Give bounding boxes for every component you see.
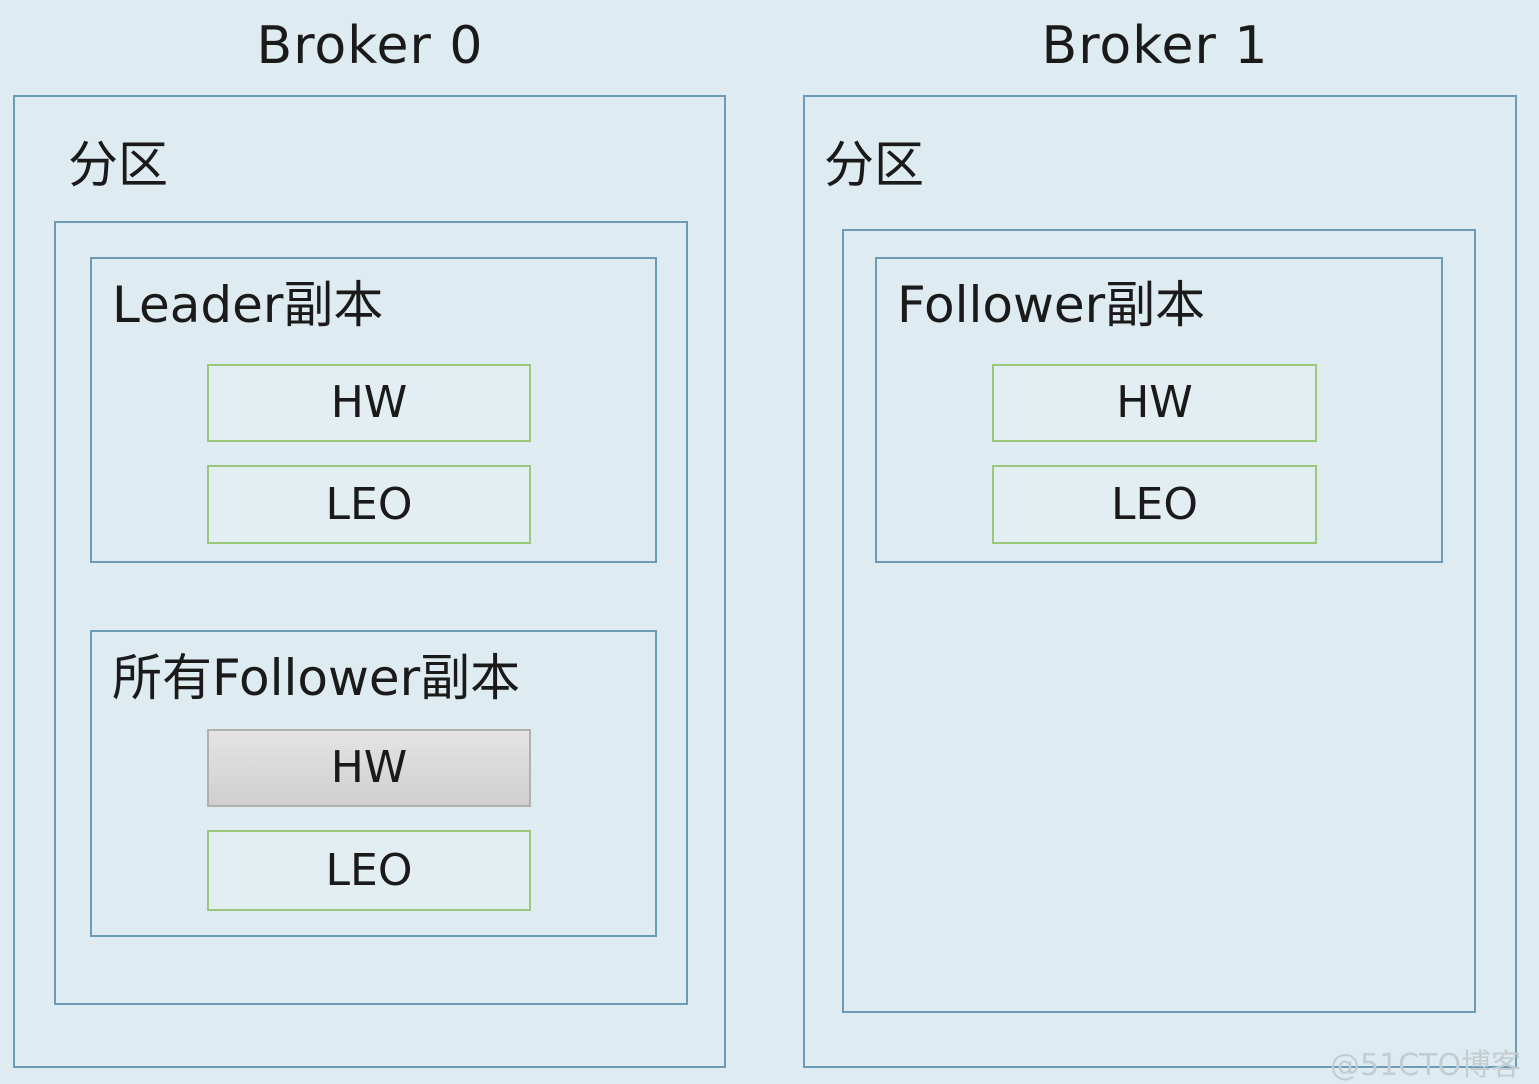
follower-leo-field: LEO: [992, 465, 1317, 544]
follower-replica-label: Follower副本: [897, 276, 1206, 334]
broker-1-partition-label: 分区: [824, 136, 924, 194]
all-followers-replica-label: 所有Follower副本: [112, 649, 521, 707]
broker-1-partition-box: [842, 229, 1476, 1013]
leader-hw-field: HW: [207, 364, 531, 442]
broker-1-box: [803, 95, 1517, 1068]
watermark: @51CTO博客: [1330, 1048, 1522, 1083]
follower-hw-field: HW: [992, 364, 1317, 442]
all-followers-hw-field: HW: [207, 729, 531, 807]
leader-replica-box: [90, 257, 657, 563]
leader-leo-field: LEO: [207, 465, 531, 544]
broker-0-partition-box: [54, 221, 688, 1005]
leader-replica-label: Leader副本: [112, 276, 384, 334]
broker-0-title: Broker 0: [256, 16, 484, 76]
broker-0-partition-label: 分区: [68, 136, 168, 194]
all-followers-replica-box: [90, 630, 657, 937]
broker-0-box: [13, 95, 726, 1068]
broker-1-title: Broker 1: [1041, 16, 1269, 76]
all-followers-leo-field: LEO: [207, 830, 531, 911]
follower-replica-box: [875, 257, 1443, 563]
